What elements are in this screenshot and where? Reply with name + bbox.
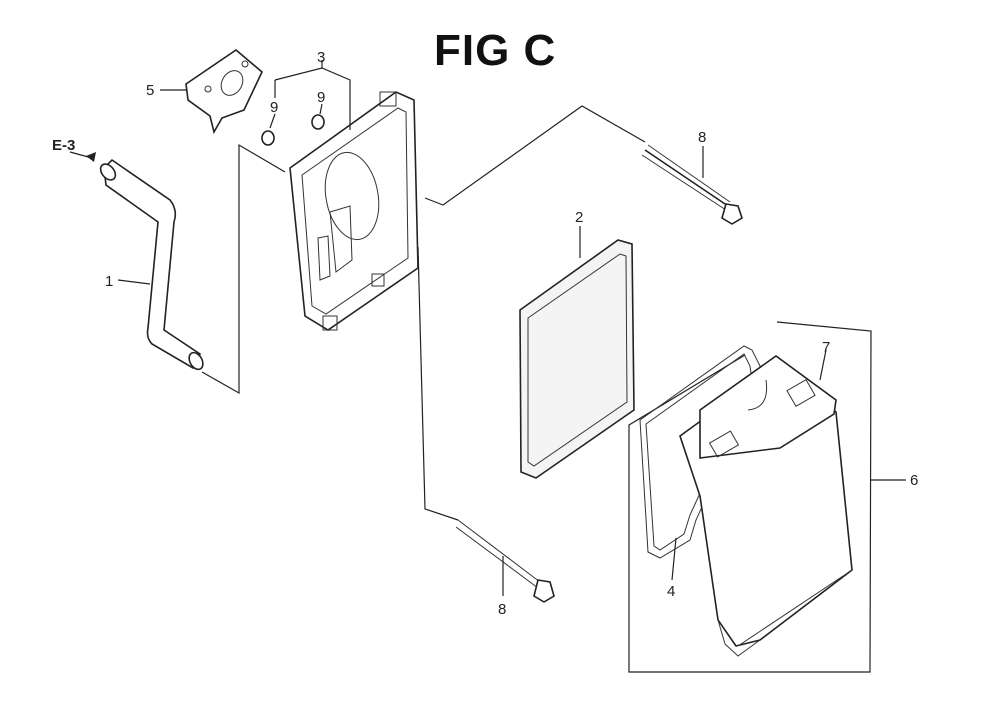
filter-element-part bbox=[519, 239, 635, 479]
reference-arrow-icon bbox=[86, 152, 96, 162]
hose-part bbox=[99, 158, 204, 371]
callout-2: 2 bbox=[575, 209, 583, 226]
callout-leaders bbox=[69, 60, 827, 596]
callout-9-left: 9 bbox=[270, 99, 278, 116]
collar-parts bbox=[261, 114, 325, 146]
bolt-upper-part bbox=[641, 144, 743, 225]
callout-7: 7 bbox=[822, 339, 830, 356]
callout-6: 6 bbox=[910, 472, 918, 489]
callout-3: 3 bbox=[317, 49, 325, 66]
cover-part bbox=[679, 355, 853, 657]
callout-1: 1 bbox=[105, 273, 113, 290]
callout-9-right: 9 bbox=[317, 89, 325, 106]
figure-title: FIG C bbox=[434, 26, 557, 75]
bolt-lower-part bbox=[455, 519, 555, 603]
gasket-part bbox=[185, 48, 263, 135]
leader-lines bbox=[201, 105, 906, 673]
callout-5: 5 bbox=[146, 82, 154, 99]
callout-8-upper: 8 bbox=[698, 129, 706, 146]
air-cleaner-base-part bbox=[289, 91, 419, 331]
callout-8-lower: 8 bbox=[498, 601, 506, 618]
callout-4: 4 bbox=[667, 583, 675, 600]
reference-label: E-3 bbox=[52, 137, 75, 154]
